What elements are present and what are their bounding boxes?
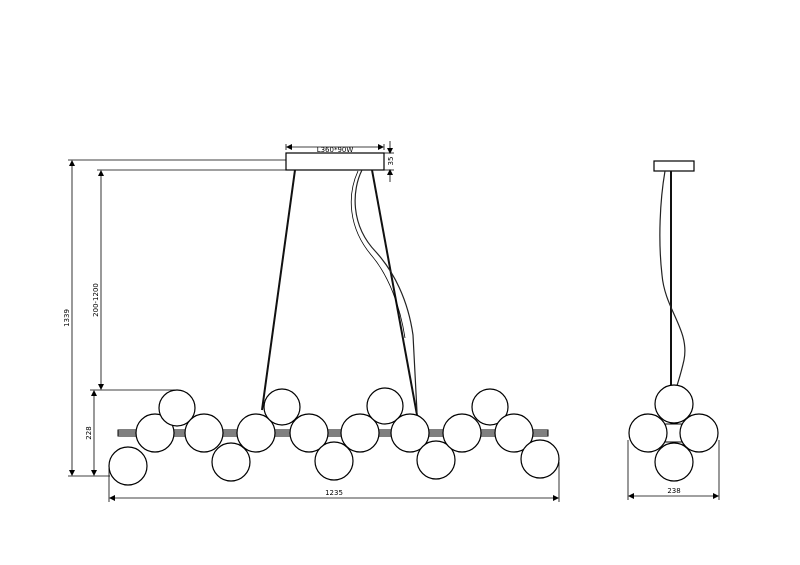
side-power-cord [659,170,686,396]
globe [471,388,509,426]
side-dimensions: 238 [627,440,720,500]
power-cord-outline [350,170,406,339]
canopy-plate [285,152,385,171]
globe [263,388,301,426]
globe [416,440,456,480]
globe [340,413,380,453]
globe [390,413,430,453]
globe [184,413,224,453]
globe [236,413,276,453]
globe [211,442,251,482]
front-view [108,152,560,486]
globe [654,442,694,482]
globe [108,446,148,486]
globe [314,441,354,481]
suspension-wire-left [261,169,296,411]
fixture-height-label: 228 [85,426,93,439]
globe [628,413,668,453]
side-view [628,160,719,482]
globe [366,387,404,425]
globe [494,413,534,453]
canopy-height-label: 35 [387,157,395,166]
side-width-label: 238 [667,487,680,495]
suspension-wire-right [371,169,418,416]
power-cord [354,169,418,413]
globe [289,413,329,453]
globe-set [108,387,560,486]
globe [442,413,482,453]
globe [520,439,560,479]
overall-length-label: 1235 [325,489,343,497]
side-canopy-plate [653,160,695,172]
front-dimensions: L360*90W 35 1339 200-1200 228 1235 [63,141,560,502]
adjustable-drop-label: 200-1200 [92,283,100,317]
globe [654,384,694,424]
globe [135,413,175,453]
support-bar [117,429,549,437]
canopy-dimension-label: L360*90W [317,146,354,154]
globe [679,413,719,453]
overall-height-label: 1339 [63,309,71,327]
